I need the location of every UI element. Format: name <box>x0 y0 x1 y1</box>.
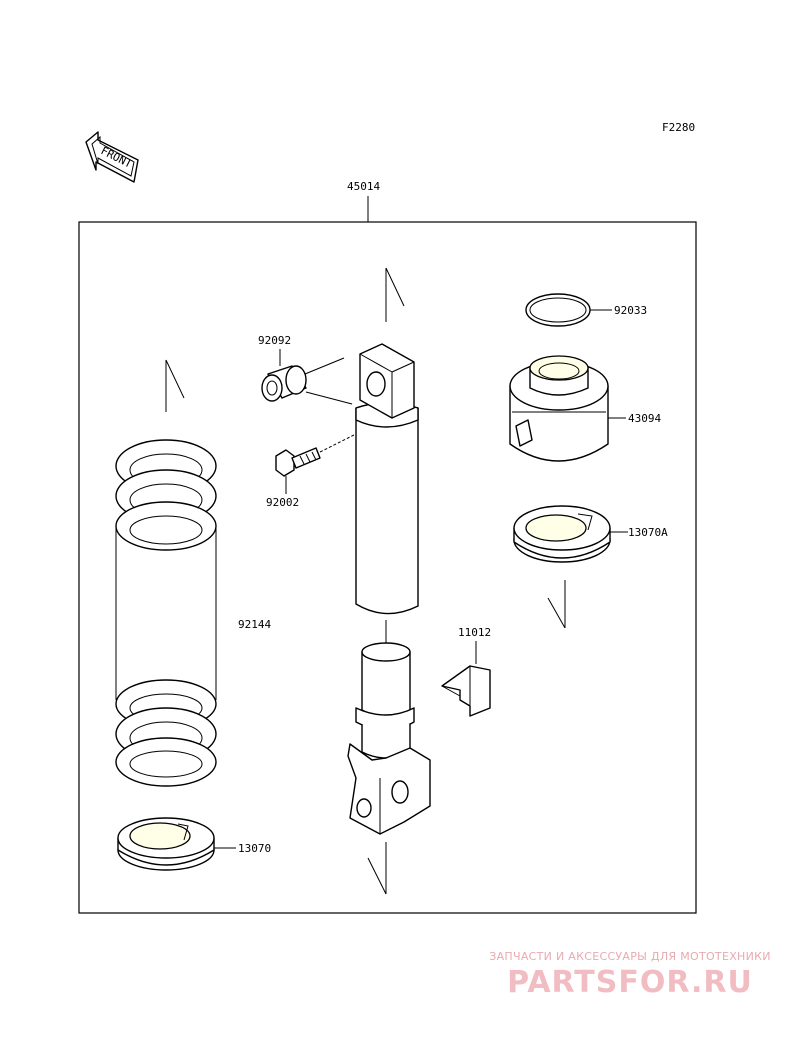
spring-92144: 92144 <box>115 439 271 787</box>
part-label-11012: 11012 <box>458 626 491 639</box>
spring-seat-13070A: 13070A <box>513 505 668 563</box>
part-label-13070: 13070 <box>238 842 271 855</box>
adjuster-43094: 43094 <box>509 355 661 462</box>
circlip-92033: 92033 <box>525 293 647 327</box>
part-label-92144: 92144 <box>238 618 271 631</box>
shock-absorber <box>347 343 431 835</box>
part-label-92033: 92033 <box>614 304 647 317</box>
watermark: ЗАПЧАСТИ И АКСЕССУАРЫ ДЛЯ МОТОТЕХНИКИ PA… <box>470 950 790 1000</box>
assembly-label: 45014 <box>347 180 380 193</box>
spring-seat-13070: 13070 <box>117 817 271 871</box>
clip-11012: 11012 <box>441 626 491 717</box>
bolt-92002: 92002 <box>266 431 361 509</box>
part-label-92092: 92092 <box>258 334 291 347</box>
watermark-logo: PARTSFOR.RU <box>507 965 753 1000</box>
front-arrow-icon: FRONT <box>85 131 139 183</box>
assembly-frame <box>78 221 697 914</box>
break-marks <box>165 267 566 895</box>
part-label-13070A: 13070A <box>628 526 668 539</box>
watermark-tagline: ЗАПЧАСТИ И АКСЕССУАРЫ ДЛЯ МОТОТЕХНИКИ <box>489 950 771 963</box>
diagram-code: F2280 <box>662 121 695 134</box>
part-label-92002: 92002 <box>266 496 299 509</box>
part-label-43094: 43094 <box>628 412 661 425</box>
bushing-92092: 92092 <box>258 334 353 405</box>
